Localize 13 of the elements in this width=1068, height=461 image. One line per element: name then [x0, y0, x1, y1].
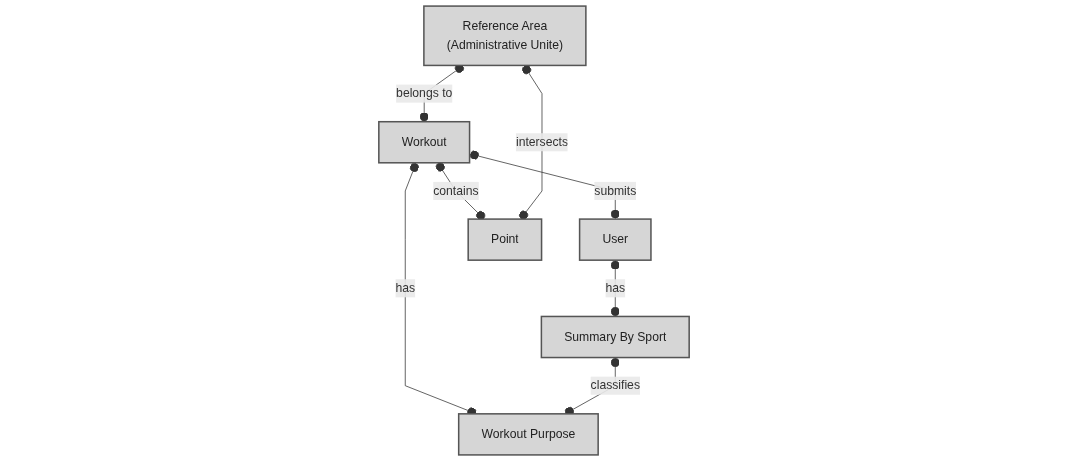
edge-label: intersects [515, 135, 569, 149]
edge-label: submits [594, 184, 637, 198]
node-box: Workout Purpose [457, 413, 599, 456]
edge-label: belongs to [396, 86, 453, 100]
node-box: Workout [378, 120, 471, 164]
node-box: Point [467, 218, 543, 261]
node-box: User [578, 218, 652, 261]
edge-label: has [605, 281, 626, 295]
node-box: Summary By Sport [540, 315, 690, 359]
edge-label: has [395, 281, 416, 295]
edge-label: classifies [590, 378, 640, 392]
edge-label: contains [433, 184, 479, 198]
node-box: Reference Area (Administrative Unite) [423, 5, 587, 67]
